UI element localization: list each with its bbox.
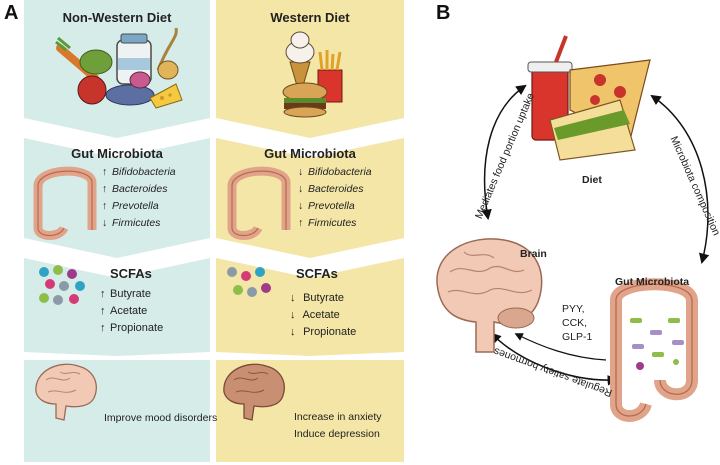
western-microbiota-list: ↓Bifidobacteria ↓Bacteroides ↓Prevotella… — [298, 164, 372, 232]
western-scfa-title: SCFAs — [296, 266, 338, 281]
diet-label: Diet — [582, 174, 602, 186]
brain-icon — [223, 363, 285, 421]
list-item: ↑Bacteroides — [102, 183, 168, 195]
list-item: ↓Bacteroides — [298, 183, 364, 195]
arc-diet-gut — [650, 94, 710, 265]
fast-food-illustration — [282, 31, 343, 118]
list-item: ↑Propionate — [100, 322, 164, 334]
arc-diet-brain — [481, 84, 527, 221]
junk-food-illustration — [527, 35, 651, 161]
arc-gut-brain — [490, 332, 619, 386]
list-item: ↓Firmicutes — [102, 217, 161, 229]
non-western-scfa-title: SCFAs — [110, 266, 152, 281]
non-western-scfa-chevron — [24, 258, 210, 356]
non-western-outcome: Improve mood disorders — [104, 412, 218, 424]
brain-icon — [436, 238, 543, 353]
western-scfa-list: ↓ Butyrate ↓ Acetate ↓ Propionate — [290, 290, 356, 341]
intestine-icon — [33, 166, 97, 240]
list-item: ↑Butyrate — [100, 288, 151, 300]
western-outcome: Increase in anxiety Induce depression — [294, 411, 382, 440]
non-western-microbiota-list: ↑Bifidobacteria ↑Bacteroides ↑Prevotella… — [102, 164, 176, 232]
western-diet-chevron — [216, 0, 404, 138]
intestine-icon — [610, 278, 698, 422]
panel-a-label: A — [4, 2, 19, 24]
hormone-list: PYY, CCK, GLP-1 — [562, 303, 593, 343]
panel-b-cycle — [436, 35, 710, 422]
western-scfa-chevron — [216, 258, 404, 356]
gut-microbiota-label: Gut Microbiota — [615, 276, 690, 288]
non-western-microbiota-title: Gut Microbiota — [71, 146, 163, 161]
panel-a-backgrounds — [24, 0, 404, 462]
scfa-molecules-icon — [227, 267, 271, 297]
non-western-diet-title: Non-Western Diet — [62, 10, 172, 25]
hormone-arrow — [514, 333, 607, 361]
list-item: ↑Firmicutes — [298, 217, 357, 229]
panel-a-illustrations — [33, 27, 343, 421]
list-item: ↓ Butyrate — [290, 292, 345, 304]
non-western-scfa-list: ↑Butyrate ↑Acetate ↑Propionate — [100, 286, 163, 337]
western-diet-title: Western Diet — [270, 10, 350, 25]
scfa-molecules-icon — [39, 265, 85, 305]
western-microbiota-title: Gut Microbiota — [264, 146, 356, 161]
list-item: ↓ Propionate — [290, 326, 357, 338]
brain-label: Brain — [520, 248, 547, 260]
list-item: ↑Acetate — [100, 305, 148, 317]
list-item: ↓ Acetate — [290, 309, 340, 321]
list-item: ↑Prevotella — [102, 200, 159, 212]
list-item: ↓Bifidobacteria — [298, 166, 372, 178]
vegetables-food-illustration — [55, 27, 183, 109]
list-item: ↑Bifidobacteria — [102, 166, 176, 178]
intestine-icon — [227, 166, 291, 240]
brain-icon — [35, 363, 97, 421]
panel-b-label: B — [436, 2, 451, 24]
list-item: ↓Prevotella — [298, 200, 355, 212]
